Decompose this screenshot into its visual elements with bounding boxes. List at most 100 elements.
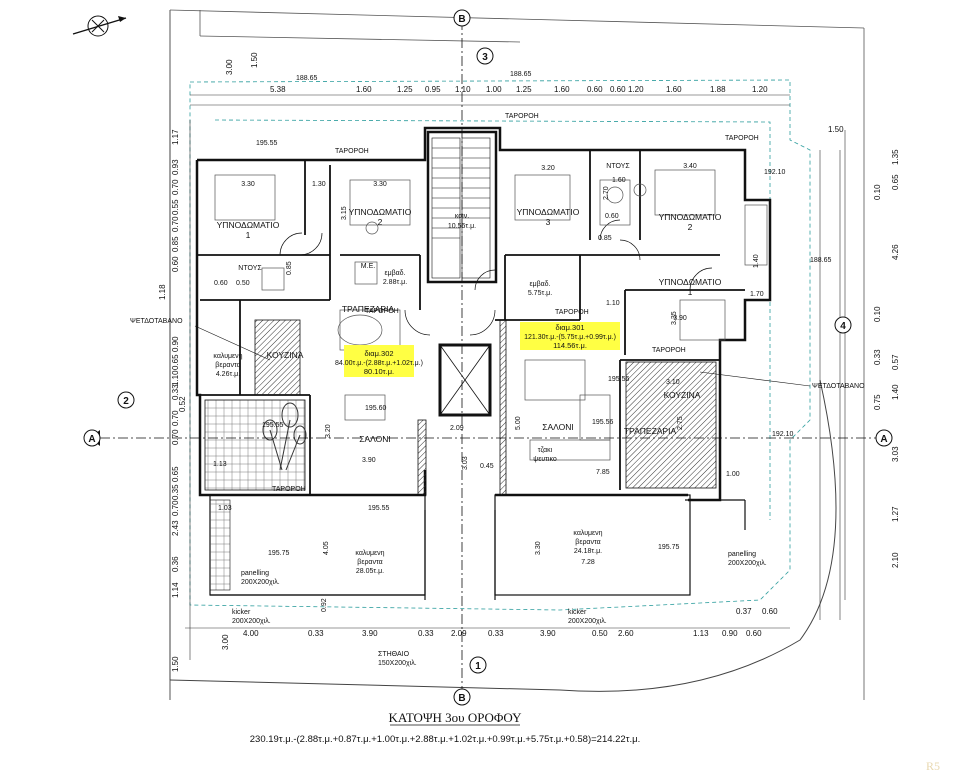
svg-text:0.65: 0.65 [891,174,900,190]
frame-line-top [169,9,865,29]
svg-text:0.70: 0.70 [171,410,180,426]
level-195-60: 195.60 [365,405,387,412]
svg-text:0.50: 0.50 [592,629,608,638]
svg-text:3.90: 3.90 [673,315,687,322]
svg-text:0.93: 0.93 [171,159,180,175]
svg-text:0.85: 0.85 [171,236,180,252]
svg-text:4: 4 [840,321,846,332]
label-kicker-right: kicker [568,609,587,616]
label-tarocha-7: ΤΑΡΟΡΟΗ [272,486,306,493]
svg-text:3.35: 3.35 [671,311,678,325]
svg-text:2.43: 2.43 [171,520,180,536]
svg-text:0.60: 0.60 [587,85,603,94]
svg-text:1.50: 1.50 [250,52,259,68]
svg-text:1.10: 1.10 [606,300,620,307]
tiled-balcony [204,399,306,491]
room-kitchen-left: ΚΟΥΖΙΝΑ [267,350,304,360]
svg-text:1.60: 1.60 [612,177,626,184]
label-panelling-left: panelling [241,570,269,577]
svg-text:0.70: 0.70 [171,216,180,232]
room-hall-left: εμβαδ. [384,270,405,277]
svg-text:2.88τ.μ.: 2.88τ.μ. [383,279,407,286]
apt-301-highlight [520,322,620,350]
svg-text:1.35: 1.35 [891,149,900,165]
grid-axes [100,20,880,690]
svg-text:0.60: 0.60 [171,256,180,272]
svg-text:1.13: 1.13 [693,629,709,638]
svg-text:1.70: 1.70 [750,291,764,298]
svg-text:1.18: 1.18 [158,284,167,300]
level-188-65-c: 188.65 [810,257,832,264]
room-kitchen-right: ΚΟΥΖΙΝΑ [664,390,701,400]
svg-text:1.17: 1.17 [171,129,180,145]
room-dining-right: ΤΡΑΠΕΖΑΡΙΑ [624,426,677,436]
room-living-left: ΣΑΛΟΝΙ [359,434,391,444]
svg-text:3.30: 3.30 [535,541,542,555]
svg-text:3.20: 3.20 [541,165,555,172]
svg-text:0.70: 0.70 [171,500,180,516]
svg-text:βεραντα: βεραντα [215,362,240,369]
apt-302-formula: 84.00τ.μ.-(2.88τ.μ.+1.02τ.μ.) [335,360,423,367]
svg-text:0.36: 0.36 [171,556,180,572]
svg-text:3: 3 [482,52,488,63]
svg-text:A: A [88,434,95,445]
svg-text:0.75: 0.75 [873,394,882,410]
label-tarocha-2: ΤΑΡΟΡΟΗ [505,113,539,120]
svg-text:3.90: 3.90 [540,629,556,638]
svg-text:0.70: 0.70 [171,179,180,195]
apt-302-highlight [344,345,414,377]
site-boundary [169,379,837,692]
drawing-title: ΚΑΤΟΨΗ 3ου ΟΡΟΦΟΥ [389,710,523,725]
svg-text:0.55: 0.55 [171,199,180,215]
svg-text:1: 1 [246,230,251,240]
apt-302-area: 80.10τ.μ. [364,367,394,376]
level-195-55-b: 195.55 [262,422,284,429]
svg-text:5.38: 5.38 [270,85,286,94]
svg-text:1.60: 1.60 [666,85,682,94]
svg-text:0.35: 0.35 [171,484,180,500]
svg-text:2.75: 2.75 [677,416,684,430]
svg-text:150Χ200χιλ.: 150Χ200χιλ. [378,660,417,667]
svg-text:1.50: 1.50 [171,656,180,672]
svg-text:3.30: 3.30 [241,181,255,188]
svg-text:1.14: 1.14 [171,582,180,598]
svg-text:A: A [880,434,887,445]
dimensions-right: 1.50 1.35 0.65 0.10 4.26 0.10 0.57 0.33 … [736,125,900,616]
svg-text:0.65: 0.65 [171,354,180,370]
svg-text:0.60: 0.60 [762,607,778,616]
label-tarocha-4: ΤΑΡΟΡΟΗ [365,308,399,315]
area-formula: 230.19τ.μ.-(2.88τ.μ.+0.87τ.μ.+1.00τ.μ.+2… [250,734,640,745]
svg-text:0.70: 0.70 [171,429,180,445]
label-tarocha-6: ΤΑΡΟΡΟΗ [652,347,686,354]
svg-text:2.70: 2.70 [603,186,610,200]
north-arrow-icon [72,15,127,37]
svg-text:0.90: 0.90 [722,629,738,638]
svg-text:3.10: 3.10 [666,379,680,386]
label-false-ceiling-left: ΨΕΤΔΟΤΑΒΑΝΟ [130,318,183,325]
room-bedroom-3-right: ΥΠΝΟΔΩΜΑΤΙΟ [517,207,580,217]
room-covered-veranda-small: καλυμενη [213,353,242,360]
svg-text:3.03: 3.03 [891,446,900,462]
room-dining-left: ΤΡΑΠΕΖΑΡΙΑ [342,304,395,314]
apt-302-label: διαμ.302 [364,349,393,358]
svg-text:3.90: 3.90 [362,629,378,638]
svg-text:0.90: 0.90 [171,336,180,352]
svg-text:200Χ200χιλ.: 200Χ200χιλ. [728,560,767,567]
room-hall-right: εμβαδ. [529,281,550,288]
room-bedroom-2-left: ΥΠΝΟΔΩΜΑΤΙΟ [349,207,412,217]
apt-301-area: 114.56τ.μ. [553,341,587,350]
svg-text:4.26τ.μ.: 4.26τ.μ. [216,371,240,378]
svg-text:0.60: 0.60 [214,280,228,287]
svg-text:0.92: 0.92 [321,598,328,612]
svg-text:0.65: 0.65 [171,466,180,482]
svg-text:1.20: 1.20 [628,85,644,94]
svg-text:7.85: 7.85 [596,469,610,476]
svg-text:1.00: 1.00 [486,85,502,94]
level-188-65-b: 188.65 [510,71,532,78]
svg-text:0.60: 0.60 [610,85,626,94]
room-covered-veranda-left: καλυμενη [355,550,384,557]
corner-mark: R5 [926,759,940,773]
room-living-right: ΣΑΛΟΝΙ [542,422,574,432]
svg-text:5.00: 5.00 [515,416,522,430]
label-kicker-left: kicker [232,609,251,616]
